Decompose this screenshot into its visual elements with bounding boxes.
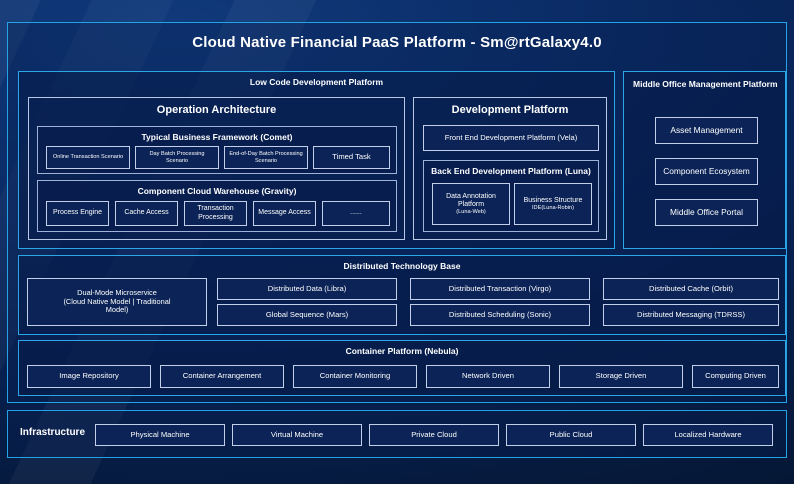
data-annotation-platform-name: Data Annotation Platform xyxy=(446,192,496,208)
box-dual-mode-microservice[interactable]: Dual-Mode Microservice (Cloud Native Mod… xyxy=(27,278,207,326)
box-component-ecosystem[interactable]: Component Ecosystem xyxy=(655,158,758,185)
group-typical-business-framework[interactable]: Typical Business Framework (Comet) Onlin… xyxy=(37,126,397,174)
box-virtual-machine[interactable]: Virtual Machine xyxy=(232,424,362,446)
dual-mode-line-2: (Cloud Native Model | Traditional xyxy=(63,296,171,306)
box-distributed-data[interactable]: Distributed Data (Libra) xyxy=(217,278,397,300)
box-message-access[interactable]: Message Access xyxy=(253,201,316,226)
page-title-bar: Cloud Native Financial PaaS Platform - S… xyxy=(8,23,786,61)
box-data-annotation-platform[interactable]: Data Annotation Platform (Luna-Web) xyxy=(432,183,510,225)
box-online-transaction-scenario[interactable]: Online Transaction Scenario xyxy=(46,146,130,169)
page-title: Cloud Native Financial PaaS Platform - S… xyxy=(192,33,602,51)
box-distributed-cache[interactable]: Distributed Cache (Orbit) xyxy=(603,278,779,300)
box-container-monitoring[interactable]: Container Monitoring xyxy=(293,365,417,388)
dual-mode-line-1: Dual-Mode Microservice xyxy=(77,288,157,298)
box-network-driven[interactable]: Network Driven xyxy=(426,365,550,388)
business-structure-name: Business Structure xyxy=(523,196,583,204)
box-container-arrangement[interactable]: Container Arrangement xyxy=(160,365,284,388)
box-timed-task[interactable]: Timed Task xyxy=(313,146,390,169)
box-business-structure-ide[interactable]: Business Structure IDE(Luna-Robin) xyxy=(514,183,592,225)
panel-middle-office-management-platform[interactable]: Middle Office Management Platform Asset … xyxy=(623,71,786,249)
box-computing-driven[interactable]: Computing Driven xyxy=(692,365,779,388)
box-front-end-development-platform[interactable]: Front End Development Platform (Vela) xyxy=(423,125,599,151)
box-distributed-scheduling[interactable]: Distributed Scheduling (Sonic) xyxy=(410,304,590,326)
data-annotation-platform-sub: (Luna-Web) xyxy=(456,208,486,215)
container-platform-title: Container Platform (Nebula) xyxy=(345,346,459,356)
box-storage-driven[interactable]: Storage Driven xyxy=(559,365,683,388)
subpanel-operation-architecture[interactable]: Operation Architecture Typical Business … xyxy=(28,97,405,240)
box-transaction-processing[interactable]: Transaction Processing xyxy=(184,201,247,226)
business-structure-ide-sub: IDE(Luna-Robin) xyxy=(532,204,574,211)
box-more-ellipsis[interactable]: ...... xyxy=(322,201,390,226)
low-code-title: Low Code Development Platform xyxy=(249,77,384,87)
subpanel-development-platform[interactable]: Development Platform Front End Developme… xyxy=(413,97,607,240)
component-cloud-warehouse-title: Component Cloud Warehouse (Gravity) xyxy=(137,186,297,196)
box-day-batch-processing-scenario[interactable]: Day Batch Processing Scenario xyxy=(135,146,219,169)
box-cache-access[interactable]: Cache Access xyxy=(115,201,178,226)
box-global-sequence[interactable]: Global Sequence (Mars) xyxy=(217,304,397,326)
main-platform-frame: Cloud Native Financial PaaS Platform - S… xyxy=(7,22,787,403)
development-platform-title: Development Platform xyxy=(451,104,569,116)
box-middle-office-portal[interactable]: Middle Office Portal xyxy=(655,199,758,226)
panel-infrastructure[interactable]: Infrastructure Physical Machine Virtual … xyxy=(7,410,787,458)
infrastructure-label: Infrastructure xyxy=(20,427,86,438)
box-end-of-day-batch-processing-scenario[interactable]: End-of-Day Batch Processing Scenario xyxy=(224,146,308,169)
dual-mode-line-3: Model) xyxy=(105,305,129,315)
group-back-end-development-platform[interactable]: Back End Development Platform (Luna) Dat… xyxy=(423,160,599,232)
typical-business-framework-title: Typical Business Framework (Comet) xyxy=(141,132,293,142)
panel-container-platform[interactable]: Container Platform (Nebula) Image Reposi… xyxy=(18,340,786,396)
panel-low-code-development-platform[interactable]: Low Code Development Platform Operation … xyxy=(18,71,615,249)
box-localized-hardware[interactable]: Localized Hardware xyxy=(643,424,773,446)
panel-distributed-technology-base[interactable]: Distributed Technology Base Dual-Mode Mi… xyxy=(18,255,786,335)
operation-architecture-title: Operation Architecture xyxy=(156,104,277,116)
box-distributed-messaging[interactable]: Distributed Messaging (TDRSS) xyxy=(603,304,779,326)
box-process-engine[interactable]: Process Engine xyxy=(46,201,109,226)
box-private-cloud[interactable]: Private Cloud xyxy=(369,424,499,446)
group-component-cloud-warehouse[interactable]: Component Cloud Warehouse (Gravity) Proc… xyxy=(37,180,397,232)
distributed-technology-base-title: Distributed Technology Base xyxy=(343,261,461,271)
box-distributed-transaction[interactable]: Distributed Transaction (Virgo) xyxy=(410,278,590,300)
middle-office-title: Middle Office Management Platform xyxy=(633,79,778,89)
box-image-repository[interactable]: Image Repository xyxy=(27,365,151,388)
back-end-development-platform-title: Back End Development Platform (Luna) xyxy=(431,166,591,176)
box-public-cloud[interactable]: Public Cloud xyxy=(506,424,636,446)
box-physical-machine[interactable]: Physical Machine xyxy=(95,424,225,446)
box-asset-management[interactable]: Asset Management xyxy=(655,117,758,144)
